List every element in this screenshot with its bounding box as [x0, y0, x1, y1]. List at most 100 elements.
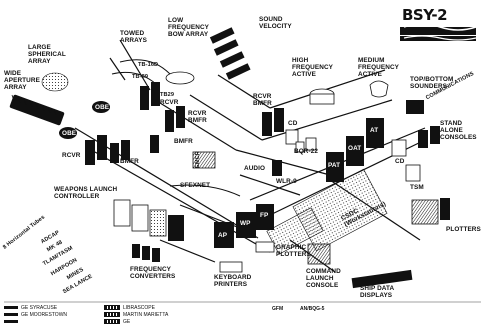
label-audio: AUDIO: [244, 165, 266, 172]
label-ap: AP: [218, 232, 228, 239]
label-keyboard-printers: KEYBOARD PRINTERS: [214, 274, 252, 288]
legend-swatch-ge-syracuse: [4, 305, 18, 310]
legend-text-martin-marietta: MARTIN MARIETTA: [123, 312, 169, 318]
label-high-frequency-active: HIGH FREQUENCY ACTIVE: [292, 57, 334, 78]
towed-array-reels: [111, 59, 171, 85]
legend-text-ge: GE: [123, 319, 131, 325]
sfexnet-bus: [169, 184, 241, 197]
stand-alone-consoles: [418, 126, 440, 148]
tsm-unit: [405, 164, 421, 182]
legend-anbqg5: AN/BQG-5: [300, 306, 325, 312]
legend-swatch-ge: [104, 319, 120, 325]
label-rcvr-bmfr-mid: RCVR BMFR: [188, 110, 207, 124]
legend-martin-marietta: MARTIN MARIETTA: [104, 312, 168, 318]
label-wide-aperture-array: WIDE APERTURE ARRAY: [4, 70, 40, 91]
ship-data-displays: [351, 269, 413, 289]
label-low-frequency-bow-array: LOW FREQUENCY BOW ARRAY: [168, 17, 210, 38]
legend-text-librascope: LIBRASCOPE: [123, 305, 155, 311]
rcvr-bmfr-cabinet-mid: [165, 106, 185, 132]
top-bottom-sounders: [406, 100, 424, 114]
plotters: [411, 198, 450, 225]
label-top-bottom-sounders: TOP/BOTTOM SOUNDERS: [410, 76, 454, 90]
legend-swatch-third: [4, 319, 18, 324]
label-sfexnet: SFEXNET: [180, 182, 211, 189]
label-obe-1: OBE: [95, 104, 110, 111]
legend-librascope: LIBRASCOPE: [104, 305, 155, 311]
rcvr-cabinet-left: [85, 135, 107, 165]
wide-aperture-array: [9, 94, 65, 126]
csdc-workstations: [266, 168, 388, 255]
legend-ge-syracuse: GE SYRACUSE: [4, 305, 57, 311]
bsy2-logo-text: BSY-2: [402, 6, 448, 24]
label-bqr22: BQR-22: [294, 148, 319, 155]
command-launch-console: [307, 243, 331, 265]
label-graphic-plotters: GRAPHIC PLOTTERS: [276, 244, 311, 258]
label-at: AT: [370, 127, 379, 134]
label-medium-frequency-active: MEDIUM FREQUENCY ACTIVE: [358, 57, 400, 78]
sound-velocity-sensors: [209, 27, 251, 80]
label-ship-data-displays: SHIP DATA DISPLAYS: [360, 285, 395, 299]
label-obe-2: OBE: [62, 130, 77, 137]
label-stand-alone-consoles: STAND ALONE CONSOLES: [440, 120, 477, 141]
rcvr-cabinet-top: [140, 82, 160, 110]
bmfr-cabinet-left: [110, 140, 130, 163]
cd-display-1: [391, 139, 407, 157]
label-towed-arrays: TOWED ARRAYS: [120, 30, 147, 44]
at-cabinet: [366, 118, 384, 148]
wp-cabinet: [236, 212, 256, 238]
ap-cabinet: [214, 222, 234, 248]
oat-cabinet: [346, 136, 364, 166]
medium-frequency-active-transducer: [369, 80, 389, 98]
weapons-launch-controller: [113, 199, 184, 241]
label-tb29-reel: TB29: [160, 92, 175, 98]
legend-ge-moorestown: GE MOORESTOWN: [4, 312, 67, 318]
bqr22-unit: [295, 137, 317, 153]
large-spherical-array: [41, 72, 69, 92]
label-rcvr-left: RCVR: [62, 152, 81, 159]
legend-ge: GE: [104, 319, 130, 325]
keyboard-printers: [219, 261, 243, 273]
low-frequency-bow-array: [165, 71, 195, 85]
legend-swatch-librascope: [104, 305, 120, 311]
label-pat: PAT: [328, 162, 341, 169]
obe-module-1: [92, 101, 110, 113]
legend-swatch-martin-marietta: [104, 312, 120, 318]
frequency-converters: [132, 244, 160, 262]
legend-swatch-ge-moorestown: [4, 312, 18, 317]
graphic-plotters: [255, 241, 275, 253]
label-tsm: TSM: [410, 184, 424, 191]
label-wlr9: WLR-9: [276, 178, 297, 185]
label-cd-1: CD: [395, 158, 405, 165]
label-rcvr-top: RCVR: [160, 99, 179, 106]
cd-display-2: [285, 129, 299, 145]
label-bmfr-left: BMFR: [120, 158, 139, 165]
label-command-launch-console: COMMAND LAUNCH CONSOLE: [306, 268, 341, 289]
emcr-unit: [192, 151, 216, 169]
pat-cabinet: [326, 152, 344, 182]
bmfr-cabinet-mid: [150, 135, 159, 153]
rcvr-bmfr-cabinet-right: [262, 108, 284, 136]
label-cd-2: CD: [288, 120, 298, 127]
fp-cabinet: [256, 204, 274, 230]
label-frequency-converters: FREQUENCY CONVERTERS: [130, 266, 176, 280]
high-frequency-active-transducer: [309, 88, 335, 105]
legend-gfm: GFM: [272, 306, 284, 312]
bsy2-logo: [400, 23, 477, 41]
label-rcvr-bmfr-right: RCVR BMFR: [253, 93, 272, 107]
label-weapons-launch-controller: WEAPONS LAUNCH CONTROLLER: [54, 186, 118, 200]
label-sound-velocity: SOUND VELOCITY: [259, 16, 292, 30]
label-fp: FP: [260, 212, 269, 219]
label-wp: WP: [240, 220, 251, 227]
label-bmfr-mid: BMFR: [174, 138, 193, 145]
label-oat: OAT: [348, 145, 362, 152]
legend-third: [4, 319, 21, 325]
label-tb29: TB-29: [132, 74, 149, 80]
label-large-spherical-array: LARGE SPHERICAL ARRAY: [28, 44, 66, 65]
label-emcr: EMCR: [195, 151, 201, 168]
label-tb16d: TB-16D: [138, 62, 159, 68]
legend-text-ge-syracuse: GE SYRACUSE: [21, 305, 58, 311]
label-plotters: PLOTTERS: [446, 226, 481, 233]
obe-module-2: [59, 127, 77, 139]
legend-text-ge-moorestown: GE MOORESTOWN: [21, 312, 68, 318]
